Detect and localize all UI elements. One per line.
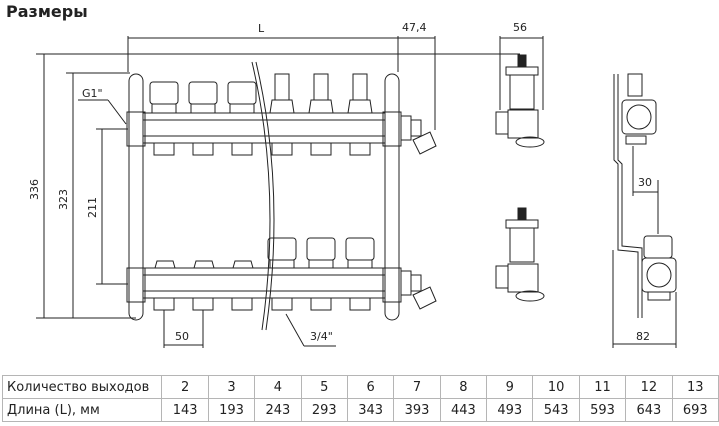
dim-82-label: 82: [636, 330, 650, 343]
outlet-count-cell: 2: [161, 375, 209, 399]
dim-30-label: 30: [638, 176, 652, 189]
air-vent-bottom: [495, 207, 545, 302]
length-cell: 593: [578, 398, 627, 422]
length-cell: 293: [300, 398, 348, 422]
outlet-count-cell: 5: [300, 375, 348, 399]
side-profile: [613, 73, 677, 318]
length-cell: 243: [254, 398, 302, 422]
left-bracket: [126, 73, 146, 321]
outlet-count-cell: 13: [671, 375, 719, 399]
length-cell: 443: [439, 398, 488, 422]
length-cell: 343: [346, 398, 395, 422]
right-bracket: [382, 73, 402, 321]
dimension-30: 30: [632, 146, 659, 234]
manifold-drawing: L 47,4 56 336 323 211 G1": [28, 21, 677, 348]
length-cell: 193: [207, 398, 256, 422]
bottom-valve-caps: [154, 237, 375, 269]
outlet-count-cell: 11: [578, 375, 627, 399]
outlet-count-cell: 3: [207, 375, 256, 399]
table-row-lengths: Длина (L), мм 143 193 243 293 343 393 44…: [1, 398, 719, 422]
break-line: [251, 61, 271, 331]
dimension-56: 56: [499, 21, 544, 110]
section-title: Размеры: [6, 2, 88, 21]
dimension-323: 323: [57, 72, 130, 318]
dim-47-4-label: 47,4: [402, 21, 427, 34]
top-valve-caps: [149, 73, 373, 114]
thread-g1-label: G1": [82, 87, 103, 100]
length-cell: 643: [625, 398, 673, 422]
thread-3-4-label: 3/4": [310, 330, 333, 343]
dimension-50: 50: [163, 310, 204, 348]
air-vent-top: [495, 54, 545, 148]
length-cell: 143: [161, 398, 209, 422]
outlet-count-cell: 7: [393, 375, 441, 399]
outlet-count-cell: 12: [625, 375, 673, 399]
dim-323-label: 323: [57, 189, 70, 210]
table-row-outlets: Количество выходов 2 3 4 5 6 7 8 9 10 11…: [1, 375, 719, 399]
outlet-count-cell: 6: [346, 375, 395, 399]
row-label-length: Длина (L), мм: [1, 398, 163, 422]
side-vents: [400, 115, 437, 310]
length-cell: 693: [671, 398, 719, 422]
dimension-211: 211: [86, 128, 128, 285]
top-outlets: [153, 142, 371, 156]
dim-50-label: 50: [175, 330, 189, 343]
bottom-outlets: [153, 297, 371, 311]
dimension-336: 336: [28, 54, 136, 319]
return-bar: [142, 267, 386, 299]
thread-3-4-callout: 3/4": [285, 313, 336, 347]
dim-56-label: 56: [513, 21, 527, 34]
dimension-82: 82: [612, 250, 677, 348]
outlet-count-cell: 4: [254, 375, 302, 399]
row-label-outlets: Количество выходов: [1, 375, 163, 399]
length-cell: 393: [393, 398, 441, 422]
dim-L-label: L: [258, 22, 265, 35]
dimensions-table: Количество выходов 2 3 4 5 6 7 8 9 10 11…: [1, 375, 719, 422]
dim-336-label: 336: [28, 179, 41, 200]
thread-g1-callout: G1": [78, 87, 127, 125]
outlet-count-cell: 9: [486, 375, 534, 399]
outlet-count-cell: 10: [532, 375, 580, 399]
dimension-47-4: 47,4: [398, 21, 436, 130]
dim-211-label: 211: [86, 197, 99, 218]
length-cell: 493: [486, 398, 534, 422]
dimension-L: L: [127, 22, 399, 72]
length-cell: 543: [532, 398, 580, 422]
supply-bar: [142, 112, 386, 144]
outlet-count-cell: 8: [439, 375, 488, 399]
